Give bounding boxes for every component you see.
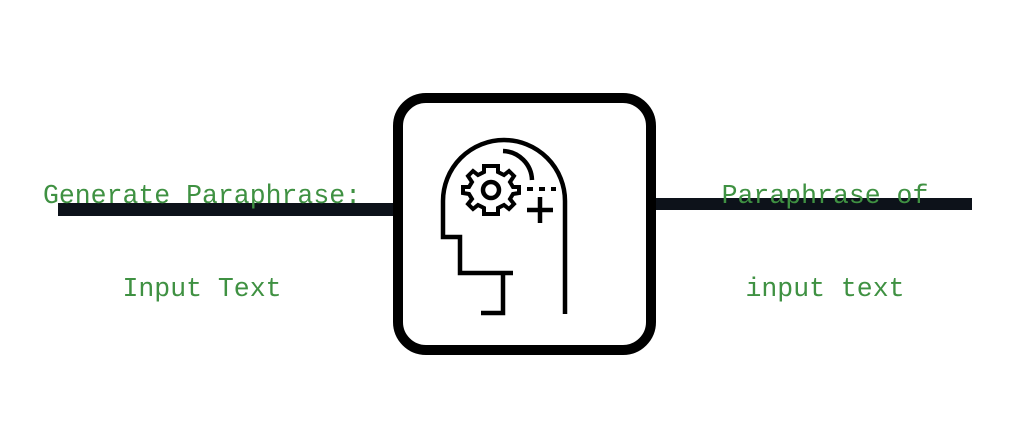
output-arrow-line bbox=[652, 198, 972, 210]
input-label-line2: Input Text bbox=[122, 274, 282, 304]
input-label: Generate Paraphrase: Input Text bbox=[36, 119, 368, 336]
head-with-gear-icon bbox=[440, 137, 568, 316]
input-arrow-line bbox=[58, 203, 396, 216]
output-label: Paraphrase of input text bbox=[700, 119, 950, 336]
output-label-line1: Paraphrase of bbox=[721, 181, 929, 211]
output-label-line2: input text bbox=[745, 274, 905, 304]
model-box bbox=[393, 93, 656, 355]
input-label-line1: Generate Paraphrase: bbox=[42, 181, 362, 211]
